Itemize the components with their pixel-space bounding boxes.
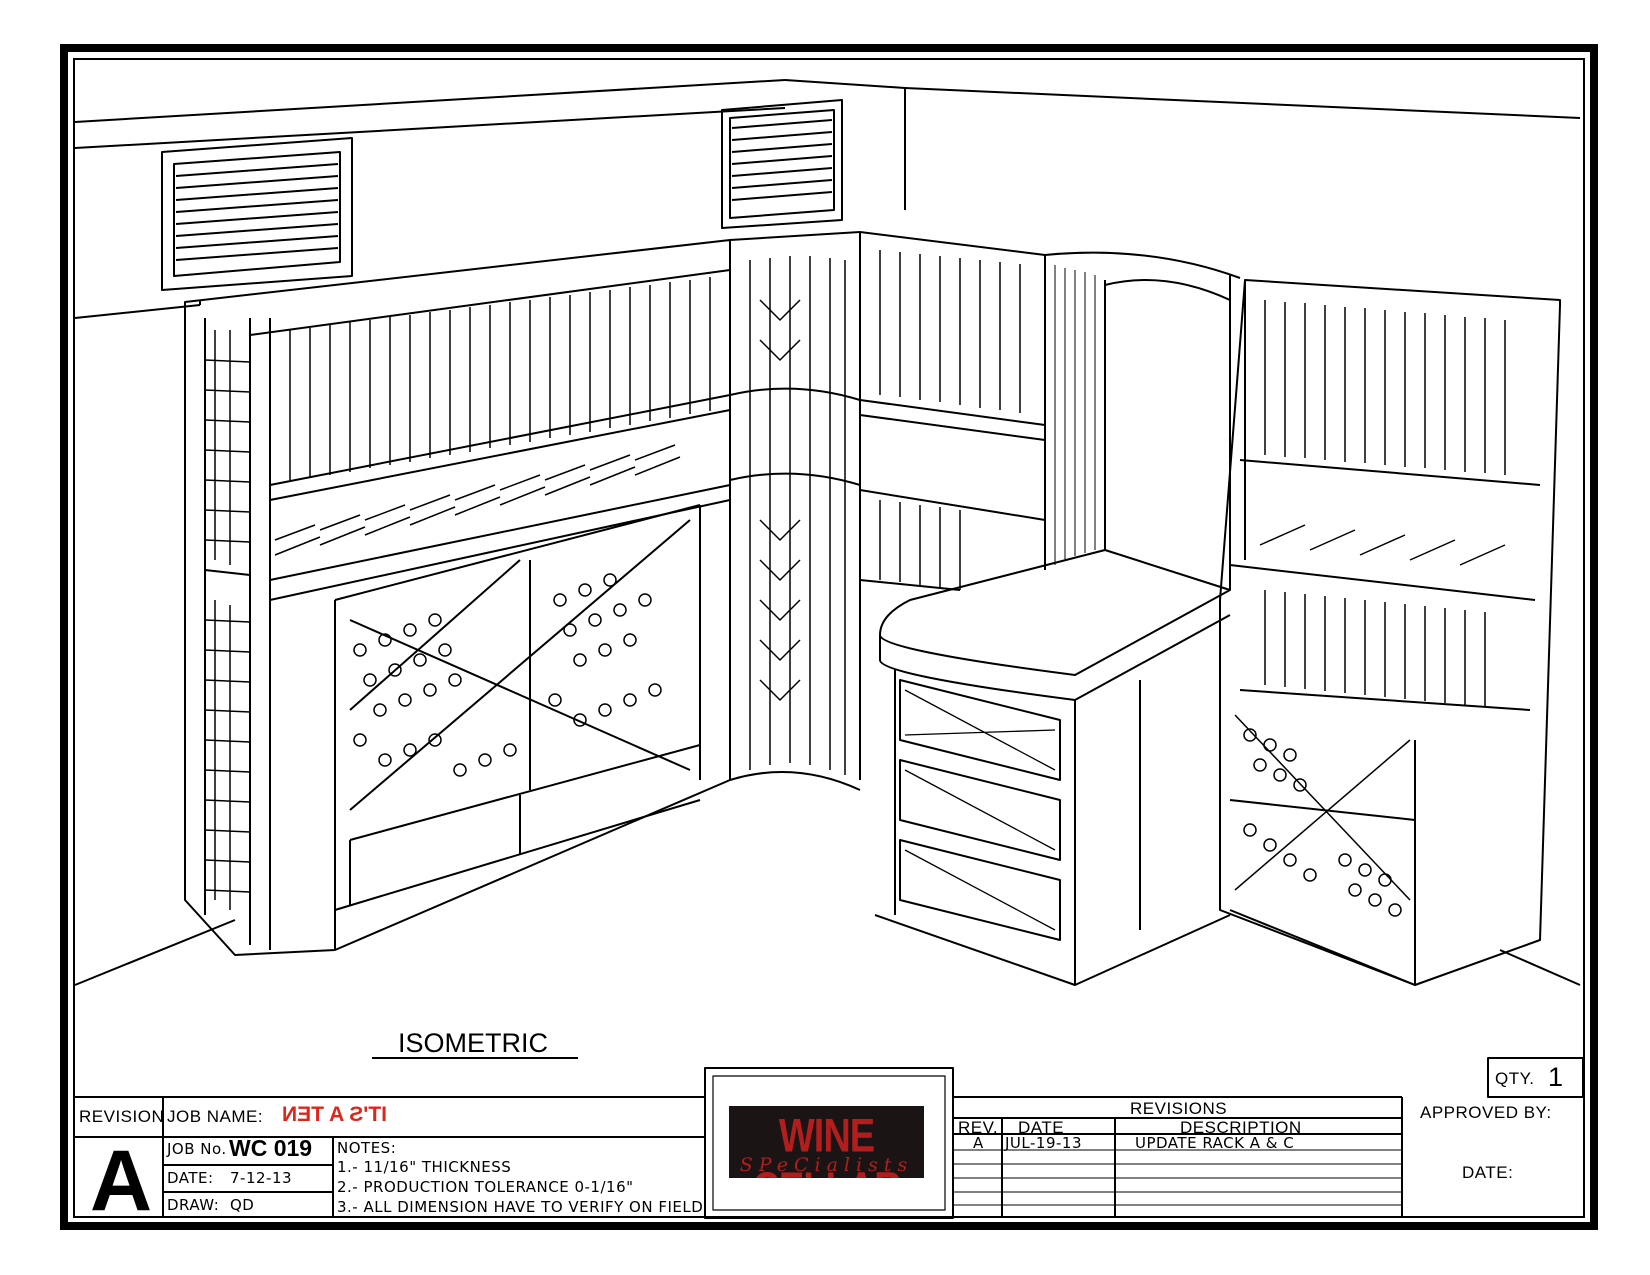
vent-left — [161, 137, 353, 291]
archway — [1044, 251, 1241, 590]
drawing-sheet-border — [60, 44, 1598, 1230]
revisions-header-rev: REV. — [958, 1118, 999, 1137]
job-no-label: JOB No. — [167, 1140, 227, 1158]
job-name: IT'S A TEN — [282, 1103, 387, 1126]
left-rack-slats — [204, 277, 711, 910]
note-1: 1.- 11/16" THICKNESS — [337, 1158, 512, 1176]
left-wine-rack — [184, 239, 731, 956]
job-name-label: JOB NAME: — [167, 1107, 264, 1126]
logo-line-2: SPeCialists — [739, 1154, 914, 1176]
note-3: 3.- ALL DIMENSION HAVE TO VERIFY ON FIEL… — [337, 1198, 704, 1216]
date-label: DATE: — [167, 1169, 214, 1187]
qty-value: 1 — [1548, 1062, 1564, 1092]
bottles-left-bins — [353, 573, 662, 777]
mid-wine-rack — [859, 231, 1046, 591]
vent-right — [721, 99, 843, 229]
revisions-title: REVISIONS — [1130, 1099, 1228, 1118]
revision-row-description: UPDATE RACK A & C — [1135, 1134, 1295, 1152]
revision-row-rev: A — [973, 1134, 984, 1152]
job-date: 7-12-13 — [230, 1169, 293, 1187]
company-logo: WINE CELLAR SPeCialists — [729, 1106, 924, 1178]
revision-row-date: JUL-19-13 — [1005, 1134, 1082, 1152]
revisions-header-description: DESCRIPTION — [1180, 1118, 1302, 1137]
approved-date-label: DATE: — [1462, 1163, 1514, 1182]
right-wine-rack — [1219, 279, 1561, 986]
title-block-lines — [75, 1057, 1584, 1219]
notes-label: NOTES: — [337, 1139, 397, 1157]
logo-line-1: WINE CELLAR — [752, 1110, 901, 1178]
view-title: ISOMETRIC — [398, 1028, 549, 1058]
approved-by-label: APPROVED BY: — [1420, 1103, 1552, 1122]
island — [874, 549, 1231, 986]
bottles-left-shelf — [274, 444, 681, 556]
revisions-header-date: DATE — [1018, 1118, 1065, 1137]
bottles-right-bins — [1243, 728, 1402, 917]
room-walls — [74, 79, 1581, 986]
qty-label: QTY. — [1495, 1069, 1535, 1088]
job-no: WC 019 — [229, 1135, 313, 1161]
note-2: 2.- PRODUCTION TOLERANCE 0-1/16" — [337, 1178, 634, 1196]
corner-curved-rack — [729, 231, 861, 791]
draw-initials: QD — [230, 1196, 255, 1214]
revision-label: REVISION — [79, 1107, 165, 1126]
revision-letter: A — [90, 1133, 153, 1229]
draw-label: DRAW: — [167, 1196, 220, 1214]
